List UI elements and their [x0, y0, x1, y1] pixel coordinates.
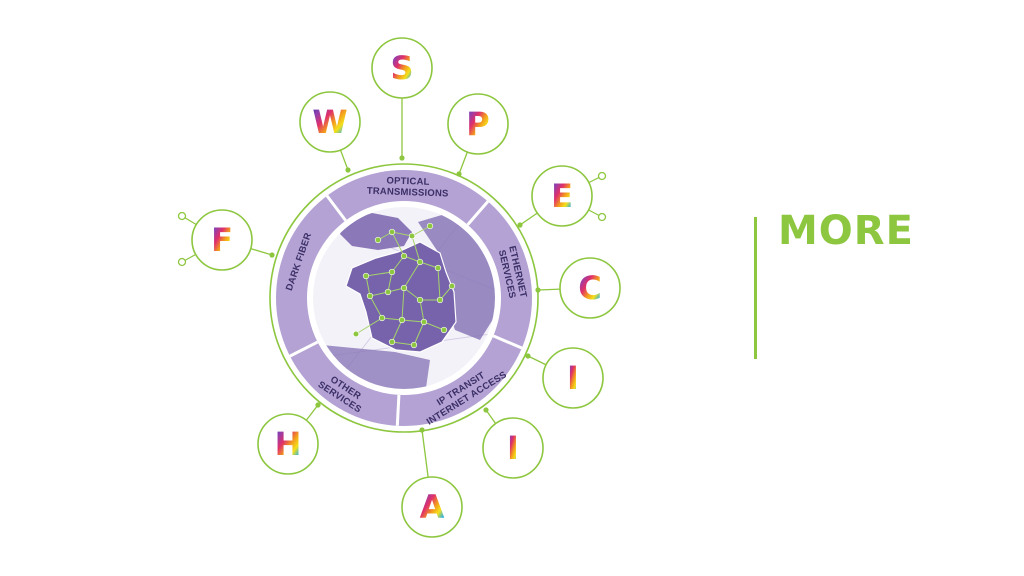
node-letter: I [567, 359, 579, 397]
outer-ring-border [269, 163, 539, 433]
network-link [401, 319, 425, 323]
network-node [374, 236, 382, 244]
network-link [355, 317, 383, 335]
network-node [400, 284, 408, 292]
network-link [365, 271, 393, 277]
node-circle [257, 413, 319, 475]
node-circle [559, 257, 621, 319]
service-node-i[interactable]: I [542, 347, 604, 409]
network-link [391, 231, 413, 237]
network-node [434, 264, 442, 272]
network-link [391, 319, 403, 343]
node-letter: P [466, 105, 489, 143]
node-letter: H [275, 425, 302, 463]
service-node-f[interactable]: F [191, 209, 253, 271]
network-link [401, 287, 405, 321]
network-link [391, 341, 415, 346]
more-link[interactable]: MORE [778, 208, 914, 254]
service-node-h[interactable]: H [257, 413, 319, 475]
node-letter: I [507, 429, 519, 467]
network-node [448, 282, 456, 290]
network-node [352, 330, 360, 338]
node-circle [542, 347, 604, 409]
node-circle [191, 209, 253, 271]
network-node [400, 252, 408, 260]
ring-divider [466, 200, 490, 226]
network-node [384, 288, 392, 296]
network-node [440, 326, 448, 334]
network-node [362, 272, 370, 280]
network-node [388, 228, 396, 236]
divider-line [754, 217, 757, 359]
network-link [411, 235, 421, 263]
connector-dot [517, 222, 523, 228]
network-node [420, 318, 428, 326]
node-circle [401, 476, 463, 538]
connector-dot [399, 155, 405, 161]
network-link [423, 321, 445, 331]
ring-divider [395, 394, 401, 426]
network-node [398, 316, 406, 324]
network-link [391, 255, 405, 273]
service-node-i[interactable]: I [482, 417, 544, 479]
node-circle [447, 93, 509, 155]
network-link [403, 261, 421, 289]
network-link [369, 295, 383, 319]
ring-segment-label: OPTICALTRANSMISSIONS [367, 175, 449, 200]
network-link [387, 271, 393, 293]
network-link [437, 267, 441, 301]
node-letter: E [551, 177, 573, 215]
branch-end-dot [597, 212, 607, 222]
branch-end-dot [177, 211, 187, 221]
connector-dot [269, 252, 275, 258]
network-node [416, 258, 424, 266]
node-letter: W [312, 103, 347, 141]
connector-dot [315, 402, 321, 408]
service-node-e[interactable]: E [531, 165, 593, 227]
network-node [416, 296, 424, 304]
service-node-a[interactable]: A [401, 476, 463, 538]
service-node-w[interactable]: W [299, 91, 361, 153]
node-circle [371, 37, 433, 99]
network-link [381, 317, 403, 321]
ring-divider [492, 334, 523, 350]
network-link [419, 261, 439, 269]
network-node [388, 268, 396, 276]
network-node [388, 338, 396, 346]
france-shape [345, 241, 457, 353]
network-node [366, 292, 374, 300]
network-link [365, 275, 371, 297]
service-node-s[interactable]: S [371, 37, 433, 99]
connector-dot [483, 407, 489, 413]
node-letter: A [420, 488, 445, 526]
node-circle [482, 417, 544, 479]
network-node [410, 341, 418, 349]
network-node [436, 296, 444, 304]
node-circle [531, 165, 593, 227]
connector-dot [525, 353, 531, 359]
network-link [391, 231, 405, 257]
branch-end-dot [597, 171, 607, 181]
node-circle [299, 91, 361, 153]
network-link [403, 287, 421, 301]
network-link [411, 225, 431, 237]
network-node [426, 222, 434, 230]
service-node-c[interactable]: C [559, 257, 621, 319]
connector-dot [345, 167, 351, 173]
node-letter: F [211, 221, 233, 259]
node-letter: C [578, 269, 601, 307]
ring-divider [289, 340, 319, 358]
network-link [413, 321, 425, 346]
network-link [419, 299, 425, 323]
service-node-p[interactable]: P [447, 93, 509, 155]
branch-end-dot [177, 257, 187, 267]
network-node [378, 314, 386, 322]
uk-shape [340, 213, 412, 250]
service-nodes: S P E C I I A H F W [191, 37, 621, 538]
network-node [408, 232, 416, 240]
ring-divider [325, 194, 347, 222]
node-letter: S [390, 49, 413, 87]
